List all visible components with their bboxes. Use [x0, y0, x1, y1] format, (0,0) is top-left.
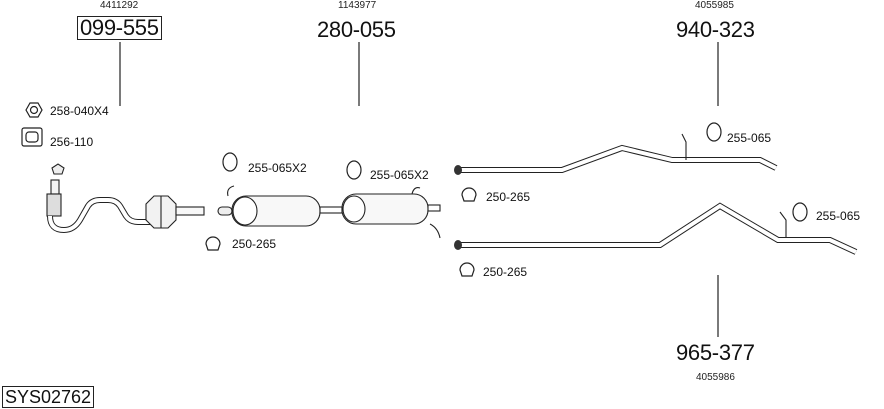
clamp-icon [461, 187, 477, 202]
system-code: SYS02762 [2, 386, 95, 408]
middle-muffler-assembly [217, 185, 441, 239]
rear-pipe-965-377 [454, 202, 858, 255]
accessory-label[interactable]: 250-265 [486, 190, 531, 204]
clamp-icon [459, 262, 475, 277]
accessory-label[interactable]: 250-265 [232, 237, 277, 251]
accessory-label[interactable]: 250-265 [483, 265, 528, 279]
part-number-280-055[interactable]: 280-055 [317, 17, 396, 42]
clamp-icon [205, 236, 221, 251]
accessory-label[interactable]: 258-040X4 [50, 104, 109, 118]
oem-number: 4411292 [100, 0, 139, 11]
oem-number: 1143977 [338, 0, 377, 11]
oem-number: 4055986 [696, 372, 735, 383]
accessory-label[interactable]: 255-065 [816, 209, 861, 223]
accessory-label[interactable]: 255-065X2 [248, 161, 307, 175]
accessory-label[interactable]: 256-110 [50, 135, 94, 149]
part-number-940-323[interactable]: 940-323 [676, 17, 755, 42]
part-number-965-377[interactable]: 965-377 [676, 340, 755, 365]
front-pipe-catalyst [46, 163, 205, 234]
rear-pipe-940-323 [454, 133, 778, 175]
accessory-label[interactable]: 255-065 [727, 131, 772, 145]
rubber-mount-icon [346, 160, 362, 180]
rubber-mount-icon [222, 152, 238, 172]
oem-number: 4055985 [695, 0, 734, 11]
part-number-099-555[interactable]: 099-555 [77, 16, 162, 40]
accessory-label[interactable]: 255-065X2 [370, 168, 429, 182]
rubber-mount-icon [706, 122, 722, 142]
rubber-mount-icon [792, 202, 808, 222]
